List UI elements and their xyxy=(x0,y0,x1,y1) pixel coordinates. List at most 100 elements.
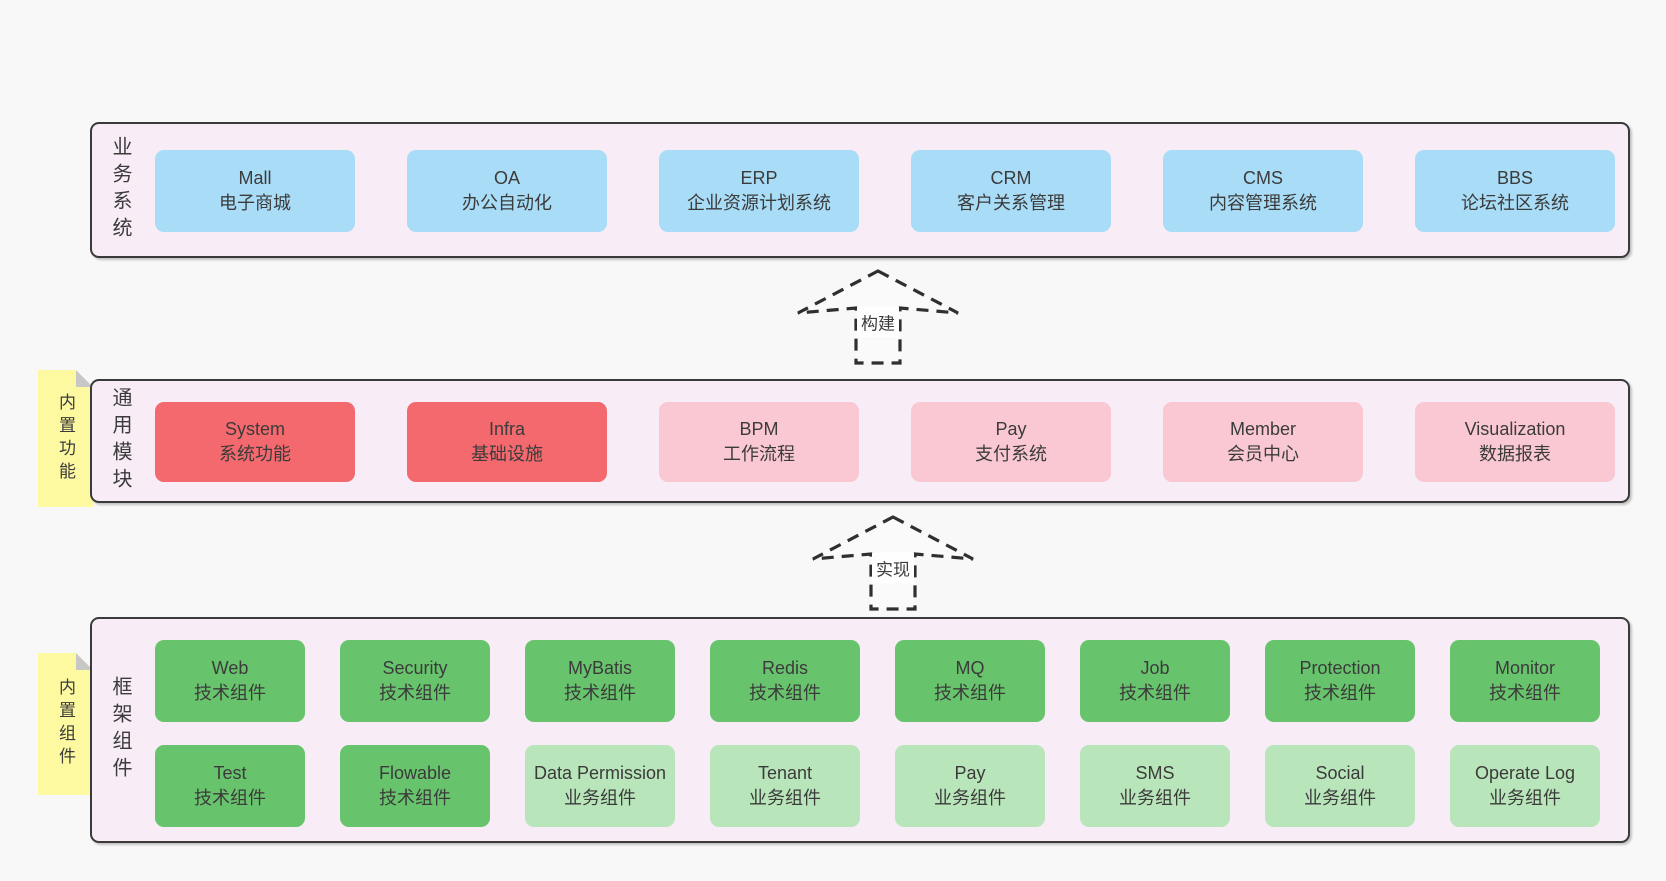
band-common-modules: 通用模块 System 系统功能 Infra 基础设施 BPM 工作流程 Pay… xyxy=(90,379,1630,503)
box-flowable: Flowable 技术组件 xyxy=(340,745,490,827)
box-subtitle: 技术组件 xyxy=(379,683,451,703)
box-mybatis: MyBatis 技术组件 xyxy=(525,640,675,722)
box-test: Test 技术组件 xyxy=(155,745,305,827)
arrow-implement: 实现 xyxy=(810,514,976,612)
box-title: MQ xyxy=(955,658,985,678)
component-row-business: Test 技术组件 Flowable 技术组件 Data Permission … xyxy=(92,745,1628,827)
box-title: Visualization xyxy=(1464,419,1566,439)
box-subtitle: 企业资源计划系统 xyxy=(687,193,831,213)
box-title: Data Permission xyxy=(533,763,667,783)
box-protection: Protection 技术组件 xyxy=(1265,640,1415,722)
box-subtitle: 技术组件 xyxy=(1119,683,1191,703)
box-title: System xyxy=(224,419,285,439)
box-pay-component: Pay 业务组件 xyxy=(895,745,1045,827)
box-subtitle: 支付系统 xyxy=(975,444,1047,464)
box-title: Social xyxy=(1315,763,1365,783)
box-redis: Redis 技术组件 xyxy=(710,640,860,722)
box-pay-module: Pay 支付系统 xyxy=(911,402,1111,482)
box-subtitle: 业务组件 xyxy=(749,788,821,808)
band-framework-components: 框架组件 Web 技术组件 Security 技术组件 MyBatis 技术组件… xyxy=(90,617,1630,843)
box-subtitle: 技术组件 xyxy=(194,788,266,808)
box-oa: OA 办公自动化 xyxy=(407,150,607,232)
box-title: Tenant xyxy=(757,763,813,783)
box-erp: ERP 企业资源计划系统 xyxy=(659,150,859,232)
box-subtitle: 技术组件 xyxy=(749,683,821,703)
box-subtitle: 会员中心 xyxy=(1227,444,1299,464)
box-title: Flowable xyxy=(378,763,452,783)
box-subtitle: 业务组件 xyxy=(1489,788,1561,808)
box-tenant: Tenant 业务组件 xyxy=(710,745,860,827)
box-title: OA xyxy=(493,168,520,188)
box-social: Social 业务组件 xyxy=(1265,745,1415,827)
box-subtitle: 技术组件 xyxy=(194,683,266,703)
box-infra: Infra 基础设施 xyxy=(407,402,607,482)
box-subtitle: 技术组件 xyxy=(564,683,636,703)
box-subtitle: 技术组件 xyxy=(934,683,1006,703)
box-title: CRM xyxy=(990,168,1032,188)
box-visualization: Visualization 数据报表 xyxy=(1415,402,1615,482)
box-title: Operate Log xyxy=(1474,763,1576,783)
box-subtitle: 办公自动化 xyxy=(462,193,552,213)
box-system: System 系统功能 xyxy=(155,402,355,482)
box-subtitle: 论坛社区系统 xyxy=(1461,193,1569,213)
box-subtitle: 业务组件 xyxy=(1304,788,1376,808)
box-title: Protection xyxy=(1299,658,1381,678)
box-subtitle: 业务组件 xyxy=(564,788,636,808)
box-title: BPM xyxy=(739,419,779,439)
box-title: Redis xyxy=(761,658,809,678)
box-subtitle: 系统功能 xyxy=(219,444,291,464)
box-member: Member 会员中心 xyxy=(1163,402,1363,482)
box-title: CMS xyxy=(1243,168,1283,188)
box-title: MyBatis xyxy=(567,658,632,678)
box-subtitle: 业务组件 xyxy=(1119,788,1191,808)
component-row-tech: Web 技术组件 Security 技术组件 MyBatis 技术组件 Redi… xyxy=(92,640,1628,722)
band-business-systems: 业务系统 Mall 电子商城 OA 办公自动化 ERP 企业资源计划系统 CRM… xyxy=(90,122,1630,258)
box-title: Job xyxy=(1140,658,1170,678)
sticky-label: 内置功能 xyxy=(56,392,75,485)
box-subtitle: 技术组件 xyxy=(379,788,451,808)
band-label-business-systems: 业务系统 xyxy=(109,136,131,244)
box-security: Security 技术组件 xyxy=(340,640,490,722)
band-label-common-modules: 通用模块 xyxy=(109,387,131,495)
sticky-note-builtin-features: 内置功能 xyxy=(38,370,93,507)
box-web: Web 技术组件 xyxy=(155,640,305,722)
box-title: Pay xyxy=(995,419,1027,439)
box-crm: CRM 客户关系管理 xyxy=(911,150,1111,232)
box-subtitle: 内容管理系统 xyxy=(1209,193,1317,213)
box-title: BBS xyxy=(1496,168,1534,188)
box-title: Infra xyxy=(488,419,526,439)
box-subtitle: 工作流程 xyxy=(723,444,795,464)
box-cms: CMS 内容管理系统 xyxy=(1163,150,1363,232)
arrow-implement-label: 实现 xyxy=(872,552,914,584)
box-title: Test xyxy=(213,763,247,783)
box-title: Security xyxy=(382,658,448,678)
box-data-permission: Data Permission 业务组件 xyxy=(525,745,675,827)
sticky-note-builtin-components: 内置组件 xyxy=(38,653,93,795)
sticky-label: 内置组件 xyxy=(56,678,75,770)
box-subtitle: 客户关系管理 xyxy=(957,193,1065,213)
box-mall: Mall 电子商城 xyxy=(155,150,355,232)
box-bbs: BBS 论坛社区系统 xyxy=(1415,150,1615,232)
box-sms: SMS 业务组件 xyxy=(1080,745,1230,827)
box-title: Monitor xyxy=(1494,658,1556,678)
box-monitor: Monitor 技术组件 xyxy=(1450,640,1600,722)
box-title: Mall xyxy=(238,168,272,188)
box-subtitle: 电子商城 xyxy=(219,193,291,213)
arrow-build-label: 构建 xyxy=(857,306,899,338)
band-label-framework-components: 框架组件 xyxy=(109,676,131,784)
box-subtitle: 技术组件 xyxy=(1304,683,1376,703)
arrow-build: 构建 xyxy=(795,268,961,366)
box-title: ERP xyxy=(740,168,778,188)
box-subtitle: 业务组件 xyxy=(934,788,1006,808)
box-title: SMS xyxy=(1135,763,1175,783)
box-mq: MQ 技术组件 xyxy=(895,640,1045,722)
box-job: Job 技术组件 xyxy=(1080,640,1230,722)
box-title: Member xyxy=(1229,419,1296,439)
box-subtitle: 基础设施 xyxy=(471,444,543,464)
box-title: Web xyxy=(211,658,249,678)
box-bpm: BPM 工作流程 xyxy=(659,402,859,482)
box-subtitle: 技术组件 xyxy=(1489,683,1561,703)
box-subtitle: 数据报表 xyxy=(1479,444,1551,464)
box-operate-log: Operate Log 业务组件 xyxy=(1450,745,1600,827)
